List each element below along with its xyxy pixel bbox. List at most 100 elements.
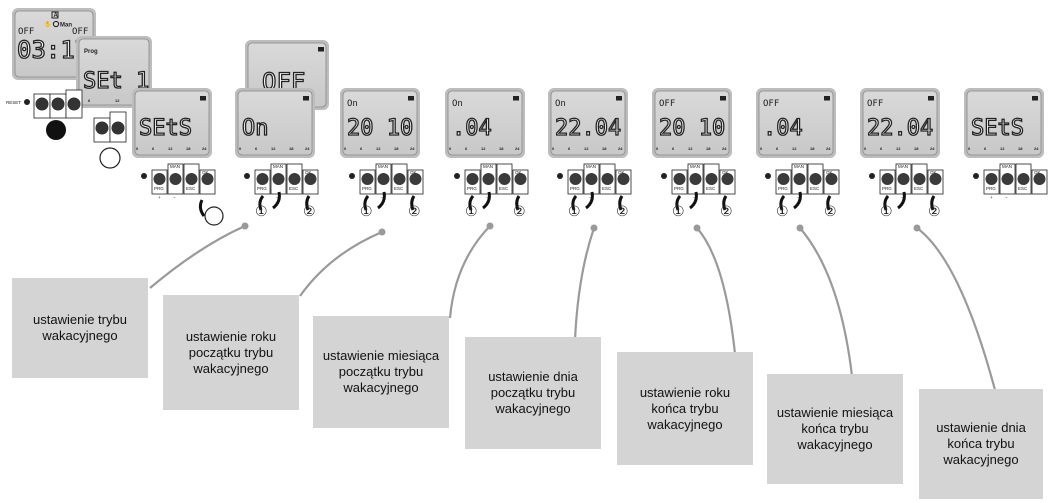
prg-button[interactable]: [673, 173, 686, 185]
axis-tick: 24: [1034, 146, 1039, 151]
camera-icon: [1032, 96, 1038, 101]
axis-tick: 12: [168, 146, 173, 151]
prg-button[interactable]: [466, 173, 479, 185]
prg-button[interactable]: [777, 173, 790, 185]
press-arrow-1: [779, 195, 786, 211]
ok-button-label: OK: [826, 170, 833, 175]
led-indicator: [557, 173, 563, 179]
prg-button[interactable]: [256, 173, 269, 185]
press-arrow-1b: [897, 191, 906, 210]
esc-button[interactable]: [498, 173, 511, 185]
lcd-screen: [237, 90, 313, 156]
lcd-screen: [758, 90, 834, 156]
led-indicator: [661, 173, 667, 179]
camera-icon: [824, 96, 830, 101]
axis-tick: 12: [376, 146, 381, 151]
connector-3: [448, 225, 491, 319]
connector-dot: [590, 224, 598, 232]
caption-end-month: ustawienie miesiąca końca trybu wakacyjn…: [767, 374, 903, 484]
lcd-value: .04: [763, 116, 803, 141]
man-button[interactable]: [272, 173, 285, 185]
minus-label: −: [1005, 195, 1008, 200]
ok-button[interactable]: [201, 173, 214, 185]
ok-button-label: OK: [515, 170, 522, 175]
intro-display-2: OFF Prog SEt 1 6 12: [72, 27, 152, 108]
esc-button[interactable]: [393, 173, 406, 185]
axis-tick: 6: [984, 146, 987, 151]
esc-button[interactable]: [288, 173, 301, 185]
ok-button[interactable]: [617, 173, 630, 185]
minus-label: −: [797, 195, 800, 200]
led-indicator: [244, 173, 250, 179]
step-marker-2: ②: [928, 204, 941, 220]
esc-button[interactable]: [1017, 173, 1030, 185]
press-arrow-1: [571, 195, 578, 211]
camera-icon: [200, 96, 206, 101]
press-arrow-1b: [377, 191, 386, 210]
ok-button[interactable]: [304, 173, 317, 185]
man-button[interactable]: [585, 173, 598, 185]
step-marker-2: ②: [513, 204, 526, 220]
axis-tick: 18: [602, 146, 607, 151]
esc-button[interactable]: [185, 173, 198, 185]
press-arrow-1b: [272, 191, 281, 210]
man-button[interactable]: [897, 173, 910, 185]
prg-button[interactable]: [881, 173, 894, 185]
camera-icon: [720, 96, 726, 101]
lcd-screen: [550, 90, 626, 156]
svg-text:OFF: OFF: [72, 27, 88, 37]
esc-button[interactable]: [601, 173, 614, 185]
caption-start-day: ustawienie dnia początku trybu wakacyjne…: [465, 337, 601, 449]
axis-tick: 24: [410, 146, 415, 151]
caption-start-year: ustawienie roku początku trybu wakacyjne…: [163, 295, 299, 410]
axis-tick: 24: [515, 146, 520, 151]
press-arrow-2: [305, 195, 311, 211]
ok-button[interactable]: [514, 173, 527, 185]
ok-button[interactable]: [825, 173, 838, 185]
ok-button[interactable]: [1033, 173, 1046, 185]
minus-label: −: [901, 195, 904, 200]
axis-tick: 18: [186, 146, 191, 151]
lcd-screen: [862, 90, 938, 156]
axis-tick: 12: [584, 146, 589, 151]
prg-button[interactable]: [153, 173, 166, 185]
caption-holiday-mode: ustawienie trybu wakacyjnego: [12, 278, 148, 378]
lcd-screen: [966, 90, 1042, 156]
ok-button[interactable]: [929, 173, 942, 185]
hand-icon: ✋: [44, 20, 51, 28]
prg-button-label: PRG: [674, 186, 684, 191]
prg-button[interactable]: [985, 173, 998, 185]
ok-button[interactable]: [721, 173, 734, 185]
axis-tick: 18: [1018, 146, 1023, 151]
camera-icon: [513, 96, 519, 101]
led-indicator: [973, 173, 979, 179]
esc-button-label: ESC: [394, 186, 404, 191]
man-button[interactable]: [1001, 173, 1014, 185]
man-button-label: MAN: [794, 164, 804, 169]
prg-button[interactable]: [569, 173, 582, 185]
man-button[interactable]: [689, 173, 702, 185]
press-indicator-filled: [46, 120, 66, 140]
man-button[interactable]: [482, 173, 495, 185]
svg-text:A: A: [54, 13, 59, 19]
man-button[interactable]: [169, 173, 182, 185]
connector-dot: [693, 224, 701, 232]
esc-button[interactable]: [913, 173, 926, 185]
led-indicator: [869, 173, 875, 179]
prg-button-label: PRG: [986, 186, 996, 191]
axis-tick: 18: [394, 146, 399, 151]
esc-button[interactable]: [809, 173, 822, 185]
minus-label: −: [381, 195, 384, 200]
lcd-value: On: [242, 116, 269, 141]
esc-button[interactable]: [705, 173, 718, 185]
camera-icon: [616, 96, 622, 101]
man-button[interactable]: [793, 173, 806, 185]
press-arrow-2: [722, 195, 728, 211]
manual-mode-icon: [51, 11, 59, 19]
prg-button[interactable]: [361, 173, 374, 185]
man-button[interactable]: [377, 173, 390, 185]
ok-button[interactable]: [409, 173, 422, 185]
lcd-status: OFF: [867, 99, 883, 109]
